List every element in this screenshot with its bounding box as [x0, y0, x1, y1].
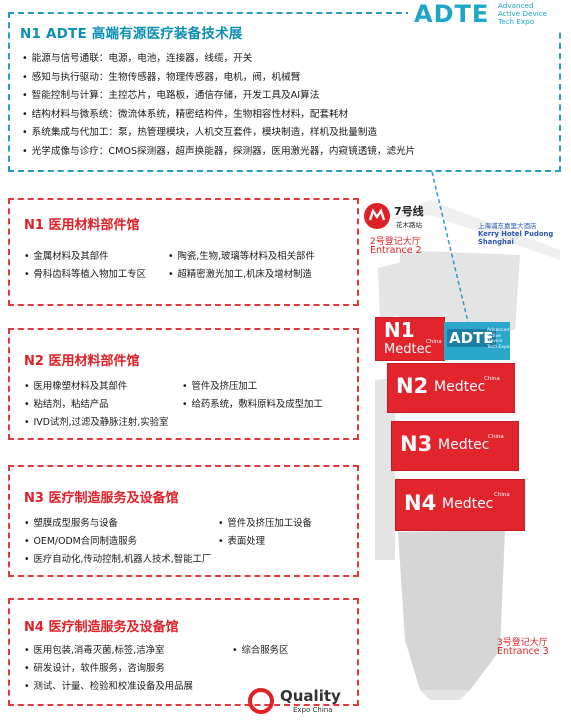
list-item: 医用橡塑材料及其部件 — [24, 378, 128, 392]
adte-title: N1 ADTE 高端有源医疗装备技术展 — [20, 26, 243, 42]
list-item: 超精密激光加工,机床及增材制造 — [168, 266, 312, 280]
metro-line-label: 7号线 — [394, 205, 424, 218]
list-item: 感知与执行驱动：生物传感器，物理传感器，电机，阀，机械臂 — [22, 69, 415, 88]
list-item: 光学成像与诊疗：CMOS探测器，超声换能器，探测器，医用激光器，内窥镜透镜，滤光… — [22, 143, 416, 162]
list-item: 表面处理 — [218, 533, 266, 547]
list-item: 研发设计，软件服务，咨询服务 — [24, 660, 165, 674]
list-item: 测试、计量、检验和校准设备及用品展 — [24, 678, 193, 692]
hall-n3-section: N3 医疗制造服务及设备馆 塑膜成型服务与设备 管件及挤压加工设备 OEM/OD… — [8, 465, 359, 577]
list-item: 能源与信号通联：电源，电池，连接器，线缆，开关 — [22, 50, 415, 69]
map-block-n2[interactable]: N2 Medtec China — [388, 364, 514, 412]
list-item: 医用包装,消毒灭菌,标签,洁净室 — [24, 642, 165, 656]
list-item: 给药系统，敷料原料及成型加工 — [182, 396, 323, 410]
adte-logo-sub: Advanced Active Device Tech Expo — [498, 1, 548, 27]
entrance-2-en: Entrance 2 — [370, 245, 422, 256]
adte-logo-word: ADTE — [414, 0, 490, 28]
hall-title: N4 医疗制造服务及设备馆 — [24, 620, 179, 635]
quality-logo-icon — [248, 688, 274, 714]
hall-n1-section: N1 医用材料部件馆 金属材料及其部件 陶瓷,生物,玻璃等材料及相关部件 骨科齿… — [8, 198, 359, 306]
map-block-n4[interactable]: N4 Medtec China — [396, 480, 524, 530]
list-item: 管件及挤压加工设备 — [218, 515, 312, 529]
list-item: 系统集成与代加工：泵，热管理模块，人机交互套件，模块制造，样机及批量制造 — [22, 124, 415, 143]
map-block-n1[interactable]: N1 Medtec China — [376, 318, 444, 360]
hotel-name-en: Kerry Hotel Pudong Shanghai — [478, 230, 554, 246]
list-item: 智能控制与计算：主控芯片，电路板，通信存储，开发工具及AI算法 — [22, 87, 415, 106]
quality-word: Quality — [280, 687, 341, 705]
quality-sub: Expo China — [293, 706, 333, 714]
list-item: 粘结剂，粘结产品 — [24, 396, 109, 410]
adte-item-list: 能源与信号通联：电源，电池，连接器，线缆，开关 感知与执行驱动：生物传感器，物理… — [22, 50, 416, 162]
hall-title: N1 医用材料部件馆 — [24, 218, 140, 233]
list-item: 陶瓷,生物,玻璃等材料及相关部件 — [168, 248, 315, 262]
list-item: 骨科齿科等植入物加工专区 — [24, 266, 147, 280]
list-item: OEM/ODM合同制造服务 — [24, 533, 138, 547]
entrance-3-label: 3号登记大厅 — [497, 638, 548, 648]
list-item: 金属材料及其部件 — [24, 248, 109, 262]
metro-station-label: 花木路站 — [396, 221, 422, 229]
list-item: 综合服务区 — [232, 642, 289, 656]
hotel-name-cn: 上海浦东嘉里大酒店 — [478, 222, 537, 230]
list-item: 塑膜成型服务与设备 — [24, 515, 118, 529]
entrance-2-label: 2号登记大厅 — [370, 237, 421, 247]
quality-expo-logo: Quality Expo China — [248, 686, 358, 718]
hall-title: N3 医疗制造服务及设备馆 — [24, 491, 179, 506]
hall-n2-section: N2 医用材料部件馆 医用橡塑材料及其部件 管件及挤压加工 粘结剂，粘结产品 给… — [8, 328, 359, 440]
entrance-3-en: Entrance 3 — [497, 646, 549, 657]
list-item: 医疗自动化,传动控制,机器人技术,智能工厂 — [24, 551, 212, 565]
list-item: IVD试剂,过滤及静脉注射,实验室 — [24, 414, 169, 428]
adte-logo: ADTE Advanced Active Device Tech Expo — [408, 0, 568, 30]
hall-title: N2 医用材料部件馆 — [24, 354, 140, 369]
map-block-n3[interactable]: N3 Medtec China — [392, 422, 518, 470]
hall-n4-section: N4 医疗制造服务及设备馆 医用包装,消毒灭菌,标签,洁净室 综合服务区 研发设… — [8, 598, 359, 706]
list-item: 结构材料与微系统：微流体系统，精密结构件，生物相容性材料，配套耗材 — [22, 106, 415, 125]
list-item: 管件及挤压加工 — [182, 378, 258, 392]
metro-icon — [364, 203, 390, 229]
